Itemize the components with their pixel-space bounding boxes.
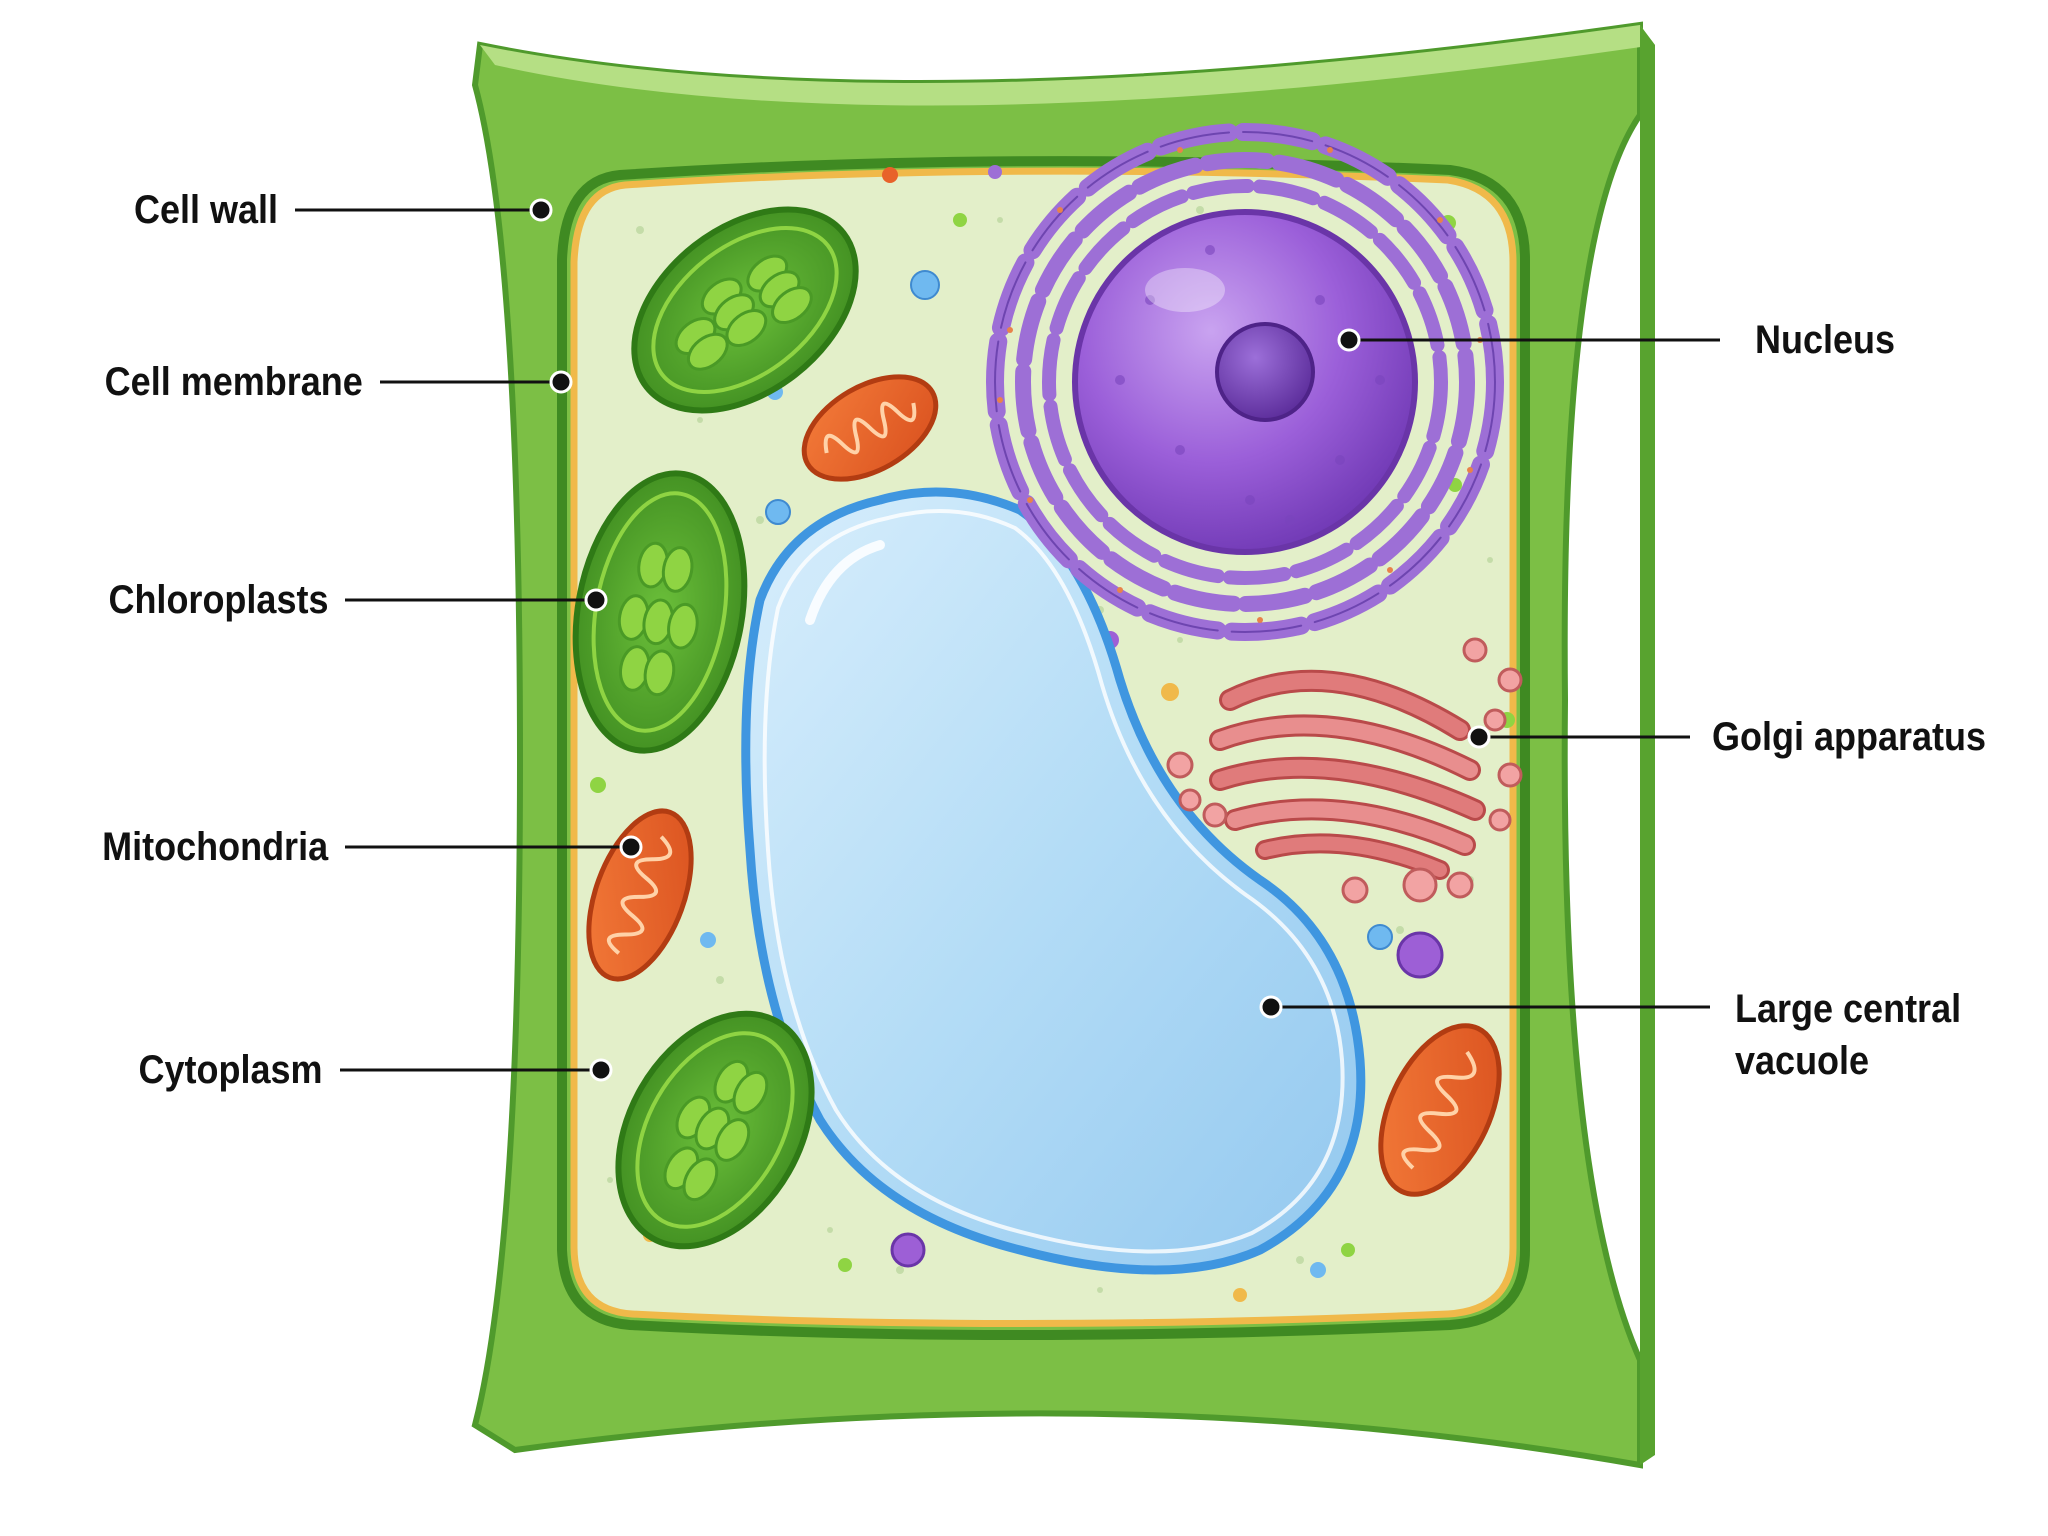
mitochondrion [801,374,939,482]
cell-membrane [557,156,1530,1340]
label-nucleus: Nucleus [1755,318,1896,362]
golgi-vesicles [1166,637,1523,904]
pointer-dot-cell-membrane [549,370,573,394]
mitochondrion [586,808,694,982]
chloroplast [631,206,859,414]
label-cell-wall: Cell wall [133,188,278,232]
nuclear-pores [1115,245,1385,525]
golgi-apparatus [1209,669,1486,880]
pointer-dot-cytoplasm [589,1058,613,1082]
cell-wall-edge [480,25,1655,106]
pointer-dot-golgi [1467,725,1491,749]
pointer-dot-mitochondria [619,835,643,859]
pointer-dot-cell-wall [529,198,553,222]
leader-lines [295,198,1720,1082]
nucleolus [1215,322,1315,422]
chloroplast [615,1010,815,1250]
label-vacuole-line2: vacuole [1735,1039,1870,1083]
vacuole-inner-edge [762,508,1345,1254]
label-vacuole-line1: Large central [1735,987,1962,1031]
cell-wall-edge [1640,25,1655,1465]
chloroplast [572,470,748,754]
vacuole-highlight [805,540,885,625]
nucleus-highlight [1145,268,1225,312]
large-central-vacuole [741,487,1366,1275]
label-golgi-apparatus: Golgi apparatus [1712,715,1987,759]
pointer-dot-chloroplasts [584,588,608,612]
pointer-dot-nucleus [1337,328,1361,352]
endoplasmic-reticulum [986,123,1504,641]
label-cell-membrane: Cell membrane [104,360,363,404]
label-chloroplasts: Chloroplasts [107,578,328,622]
label-mitochondria: Mitochondria [102,825,328,869]
mitochondrion [1378,1023,1502,1197]
label-cytoplasm: Cytoplasm [137,1048,322,1092]
label-large-central-vacuole: Large central vacuole [1735,983,1961,1087]
pointer-dot-vacuole [1259,995,1283,1019]
